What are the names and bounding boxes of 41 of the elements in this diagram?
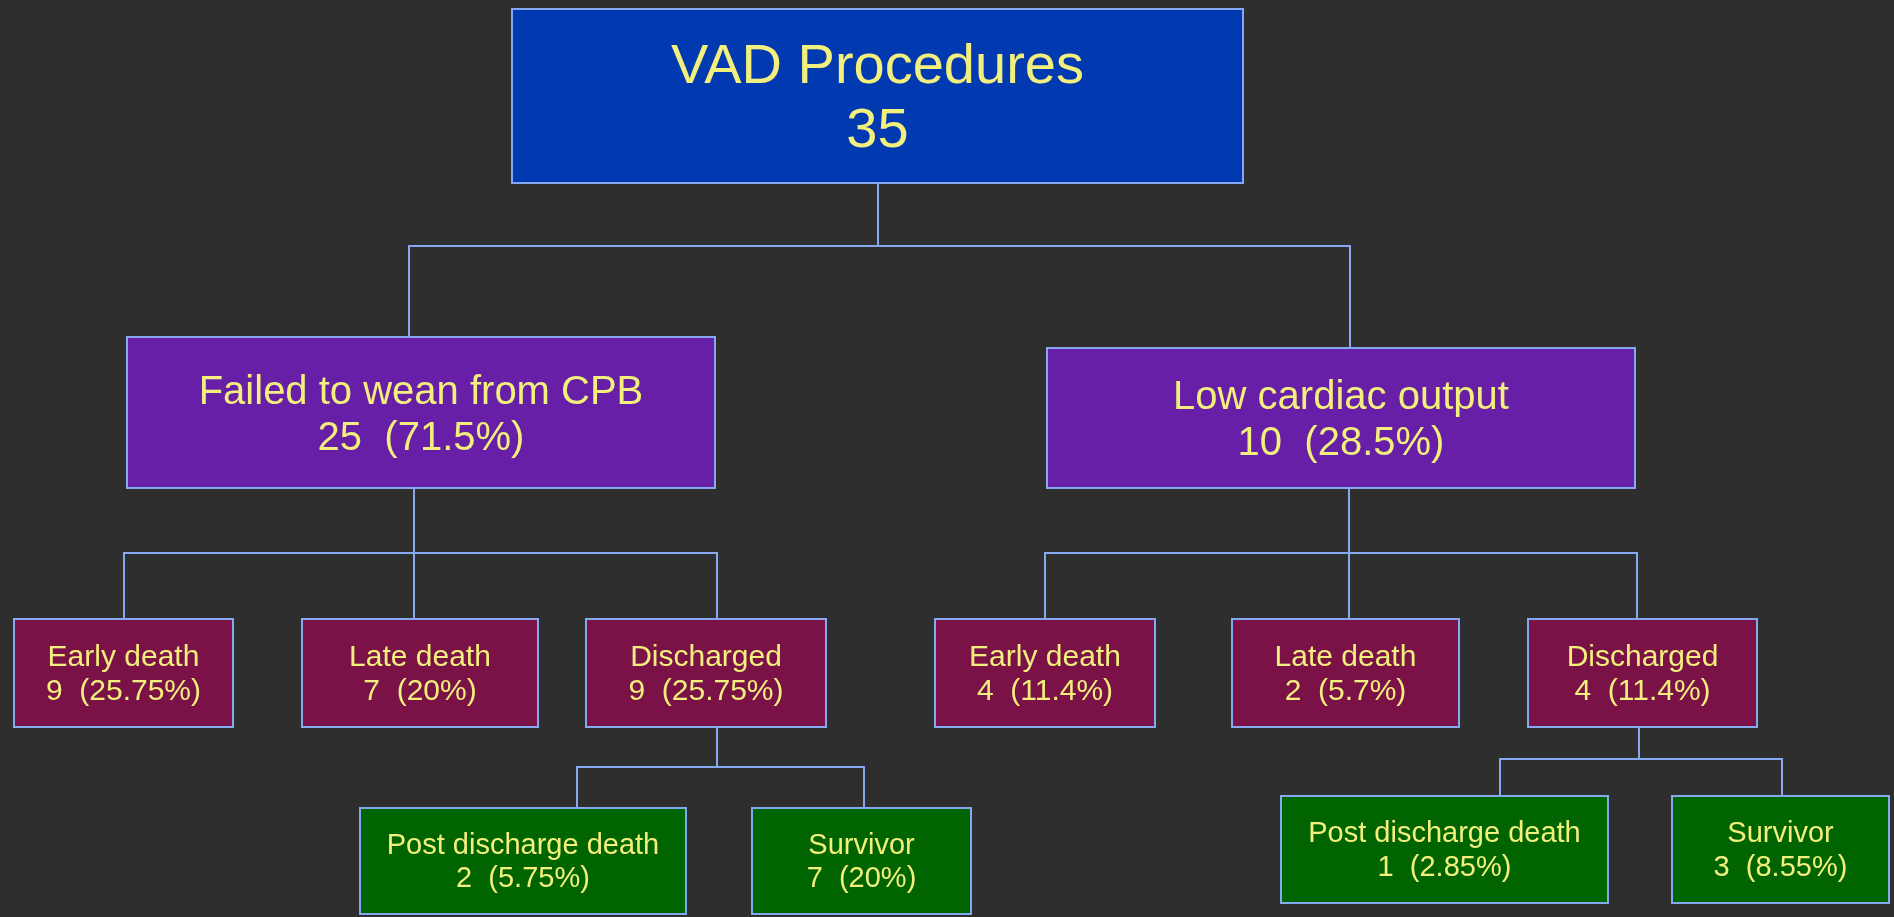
node-title: Survivor xyxy=(808,827,915,861)
node-count: 10 (28.5%) xyxy=(1237,418,1445,464)
node-title: Post discharge death xyxy=(1308,816,1581,850)
node-count: 2 (5.7%) xyxy=(1284,673,1407,708)
node-box xyxy=(751,807,972,915)
node-count: 7 (20%) xyxy=(363,673,477,708)
node-box xyxy=(1527,618,1758,728)
node-box xyxy=(301,618,539,728)
node-box xyxy=(934,618,1156,728)
node-title: Discharged xyxy=(630,638,782,673)
node-count: 35 xyxy=(846,96,909,161)
node-title: VAD Procedures xyxy=(671,31,1084,96)
node-count: 2 (5.75%) xyxy=(456,861,590,895)
node-count: 7 (20%) xyxy=(806,861,917,895)
node-count: 3 (8.55%) xyxy=(1713,849,1848,883)
node-box xyxy=(1231,618,1460,728)
node-count: 9 (25.75%) xyxy=(45,673,202,708)
node-count: 4 (11.4%) xyxy=(976,673,1114,708)
node-title: Late death xyxy=(349,638,491,673)
node-title: Post discharge death xyxy=(386,827,660,861)
node-box xyxy=(359,807,687,915)
node-count: 25 (71.5%) xyxy=(317,412,525,459)
node-box xyxy=(511,8,1244,184)
node-title: Late death xyxy=(1274,638,1417,673)
node-box xyxy=(1046,347,1636,489)
node-box xyxy=(1671,795,1890,904)
connector-line xyxy=(716,727,865,808)
node-box xyxy=(13,618,234,728)
node-box xyxy=(585,618,827,728)
node-title: Low cardiac output xyxy=(1173,372,1509,418)
node-title: Survivor xyxy=(1727,816,1834,850)
node-title: Discharged xyxy=(1566,638,1719,673)
node-box xyxy=(1280,795,1609,904)
node-box xyxy=(126,336,716,489)
connector-line xyxy=(1638,727,1783,796)
node-title: Early death xyxy=(47,638,200,673)
node-count: 9 (25.75%) xyxy=(628,673,784,708)
node-title: Failed to wean from CPB xyxy=(198,366,644,413)
node-title: Early death xyxy=(969,638,1121,673)
node-count: 4 (11.4%) xyxy=(1574,673,1711,708)
node-count: 1 (2.85%) xyxy=(1377,849,1512,883)
